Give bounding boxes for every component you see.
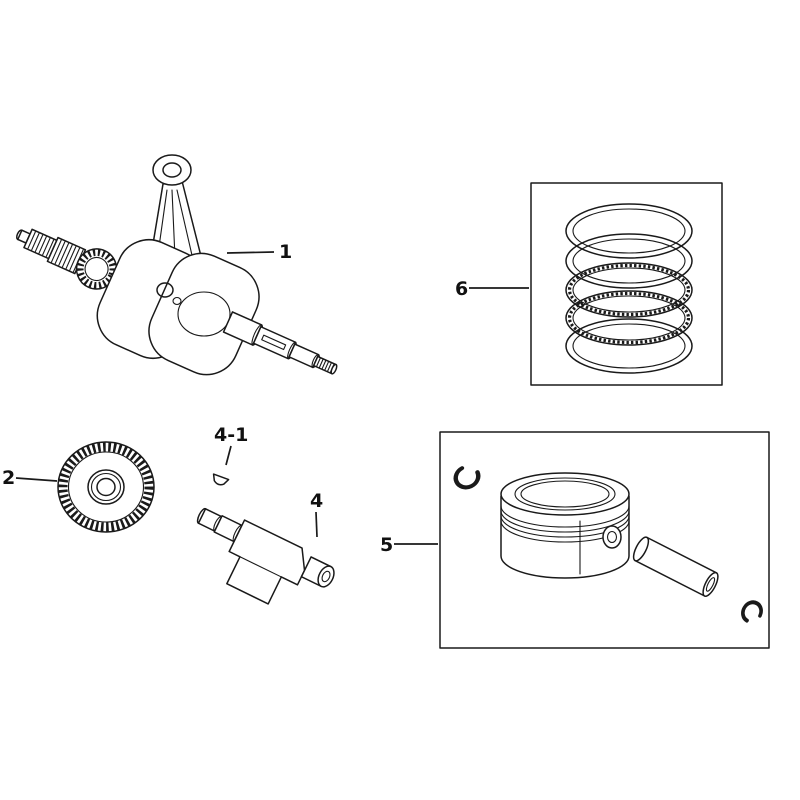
circlip-bottom bbox=[741, 600, 763, 624]
circlip-top bbox=[453, 464, 481, 490]
callout-5-label: 5 bbox=[380, 534, 393, 556]
piston-ring-set-illustration bbox=[530, 182, 723, 386]
callouts: 1 2 4 4-1 5 6 bbox=[2, 241, 529, 556]
piston-crown bbox=[500, 472, 630, 516]
pin-bore bbox=[602, 525, 622, 549]
rod-small-end bbox=[152, 154, 192, 186]
crankshaft-illustration bbox=[16, 154, 338, 376]
callout-2-leader bbox=[15, 477, 58, 482]
gear-bore bbox=[96, 477, 116, 497]
piston-pin bbox=[632, 536, 719, 597]
thread-hatching bbox=[27, 231, 55, 258]
piston-ring-2 bbox=[565, 233, 693, 289]
piston-ring-5 bbox=[565, 318, 693, 374]
piston bbox=[500, 472, 630, 579]
callout-4-leader bbox=[315, 511, 318, 538]
woodruff-key-illustration bbox=[212, 473, 230, 486]
callout-1-label: 1 bbox=[279, 241, 292, 263]
piston-kit-box bbox=[439, 431, 770, 649]
ring-grooves bbox=[500, 505, 630, 543]
piston-ring-3-oil-rail bbox=[565, 262, 693, 318]
balancer-shaft-illustration bbox=[196, 507, 335, 605]
balancer-weight bbox=[226, 519, 306, 605]
callout-1-leader bbox=[226, 251, 275, 254]
callout-4-1-leader bbox=[225, 445, 232, 466]
callout-6-label: 6 bbox=[455, 278, 468, 300]
piston-ring-4-oil-expander bbox=[565, 290, 693, 346]
callout-4-label: 4 bbox=[310, 490, 323, 512]
callout-4-1-label: 4-1 bbox=[214, 424, 248, 446]
driven-gear-illustration bbox=[57, 441, 155, 533]
ring-set-box bbox=[530, 182, 723, 386]
keyway bbox=[261, 334, 287, 351]
callout-2-label: 2 bbox=[2, 467, 15, 489]
crankshaft-right-shaft bbox=[222, 311, 338, 375]
piston-ring-1 bbox=[565, 203, 693, 259]
piston-kit-illustration bbox=[439, 431, 770, 649]
